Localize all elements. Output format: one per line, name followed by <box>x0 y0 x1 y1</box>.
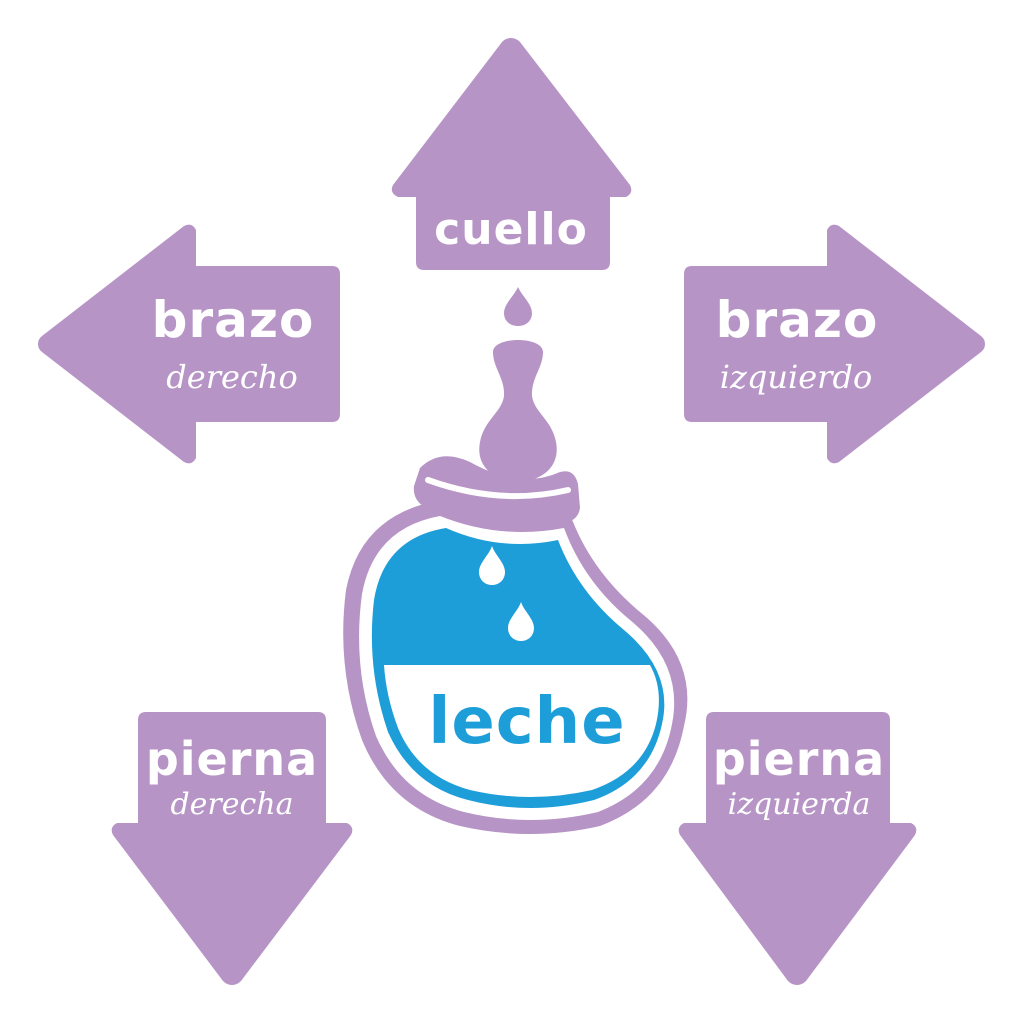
arrow-up-shape <box>391 38 632 270</box>
arrow-right-shape <box>684 224 985 464</box>
arrow-right-label: brazo <box>716 291 879 349</box>
arrow-left-brazo-derecho: brazo derecho <box>38 224 340 464</box>
arrow-down-left-sublabel: derecha <box>170 787 293 822</box>
arrow-down-right-shape <box>678 712 917 985</box>
falling-drop-icon <box>504 287 532 326</box>
arrow-down-pierna-izquierda: pierna izquierda <box>678 712 917 985</box>
milk-drop-icon-upper <box>479 546 505 585</box>
arrow-down-right-sublabel: izquierda <box>728 787 871 822</box>
bottle-collar <box>413 456 580 527</box>
arrow-down-pierna-derecha: pierna derecha <box>111 712 353 985</box>
baby-bottle: leche <box>343 340 688 834</box>
arrow-left-sublabel: derecho <box>166 358 297 396</box>
bottle-collar-line <box>425 477 571 500</box>
arrow-down-left-shape <box>111 712 353 985</box>
bottle-label: leche <box>428 685 625 759</box>
arrow-up-label: cuello <box>434 204 588 255</box>
arrow-down-right-label: pierna <box>713 732 885 786</box>
arrow-right-brazo-izquierdo: brazo izquierdo <box>684 224 985 464</box>
arrow-left-label: brazo <box>152 291 315 349</box>
arrow-right-sublabel: izquierdo <box>720 358 872 396</box>
arrow-left-shape <box>38 224 340 464</box>
bottle-nipple <box>479 340 557 482</box>
arrow-up-cuello: cuello <box>391 38 632 270</box>
arrow-down-left-label: pierna <box>146 732 318 786</box>
bottle-milk-level <box>384 665 659 797</box>
milk-drop-icon-lower <box>508 602 534 641</box>
